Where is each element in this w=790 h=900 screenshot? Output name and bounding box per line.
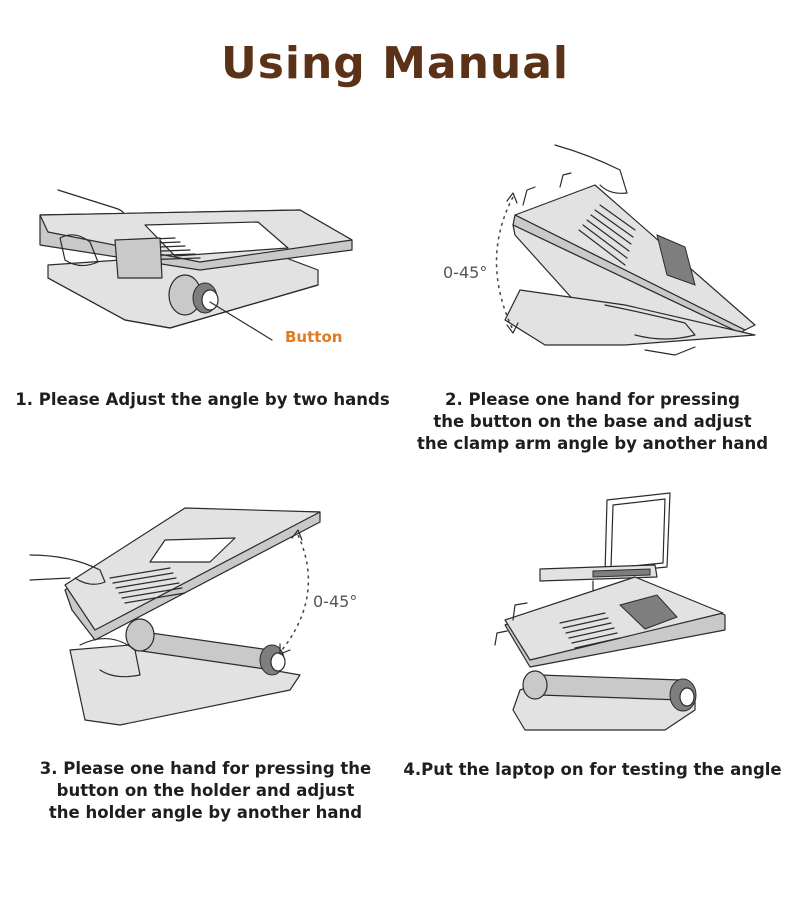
step-4-panel: 4.Put the laptop on for testing the angl… bbox=[395, 485, 790, 805]
step-4-caption: 4.Put the laptop on for testing the angl… bbox=[395, 759, 790, 781]
caption-line: the button on the base and adjust bbox=[433, 412, 752, 431]
vent-grille bbox=[578, 204, 636, 266]
step-1-panel: Button 1. Please Adjust the angle by two… bbox=[0, 170, 395, 420]
angle-label: 0-45° bbox=[313, 592, 358, 611]
caption-line: the holder angle by another hand bbox=[48, 803, 363, 822]
step-1-caption: 1. Please Adjust the angle by two hands bbox=[5, 389, 400, 411]
angle-label: 0-45° bbox=[443, 263, 488, 282]
step-3-panel: 0-45° 3. Please one hand for pressing th… bbox=[0, 500, 395, 830]
caption-line: 2. Please one hand for pressing bbox=[445, 390, 740, 409]
caption-line: 4.Put the laptop on for testing the angl… bbox=[403, 760, 782, 779]
caption-line: 1. Please Adjust the angle by two hands bbox=[15, 390, 390, 409]
step-1-illustration bbox=[39, 189, 353, 341]
button-callout-label: Button bbox=[285, 328, 343, 346]
caption-line: button on the holder and adjust bbox=[56, 781, 355, 800]
laptop-illustration bbox=[539, 492, 671, 582]
caption-line: 3. Please one hand for pressing the bbox=[39, 759, 372, 778]
step-2-panel: 0-45° 2. Please one hand for pressing th… bbox=[395, 135, 790, 465]
vent-grille bbox=[109, 567, 186, 604]
caption-line: the clamp arm angle by another hand bbox=[416, 434, 769, 453]
step-4-illustration bbox=[494, 492, 726, 731]
step-3-caption: 3. Please one hand for pressing the butt… bbox=[8, 758, 403, 824]
page-title: Using Manual bbox=[220, 38, 570, 89]
vent-grille bbox=[559, 612, 621, 649]
step-2-illustration bbox=[495, 144, 756, 356]
step-3-illustration bbox=[29, 507, 321, 726]
step-2-caption: 2. Please one hand for pressing the butt… bbox=[395, 389, 790, 455]
